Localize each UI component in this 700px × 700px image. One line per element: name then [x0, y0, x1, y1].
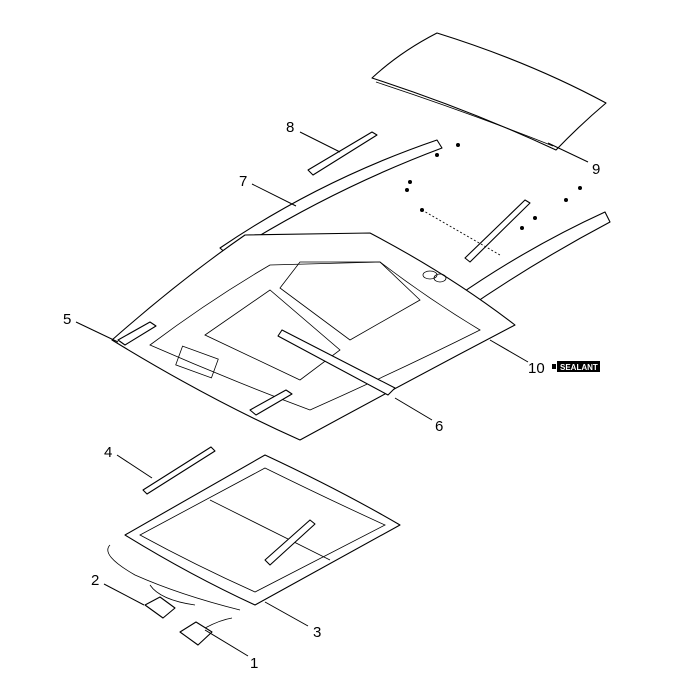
small-rail	[464, 199, 531, 263]
part-8-strip	[307, 131, 378, 176]
sealant-label: SEALANT	[560, 363, 598, 372]
part-3-sunroof-frame	[107, 454, 401, 611]
sealant-tube-icon: SEALANT	[552, 361, 600, 372]
callout-8: 8	[286, 119, 294, 136]
part-4-strip	[142, 446, 216, 495]
part-1-motor	[179, 617, 233, 646]
callout-5: 5	[63, 311, 71, 328]
callout-2: 2	[91, 572, 99, 589]
part-7-side-rail	[219, 139, 443, 256]
callout-4: 4	[104, 444, 112, 461]
fasteners	[405, 143, 582, 230]
callout-1: 1	[250, 655, 258, 672]
callout-10: 10	[528, 360, 545, 377]
callout-3: 3	[313, 624, 321, 641]
part-9-roof-panel	[371, 32, 607, 151]
callout-7: 7	[239, 173, 247, 190]
part-5-roof-body	[111, 232, 516, 441]
callout-9: 9	[592, 161, 600, 178]
part-2-motor	[144, 584, 196, 619]
leader-lines	[75, 131, 589, 657]
callout-6: 6	[435, 418, 443, 435]
